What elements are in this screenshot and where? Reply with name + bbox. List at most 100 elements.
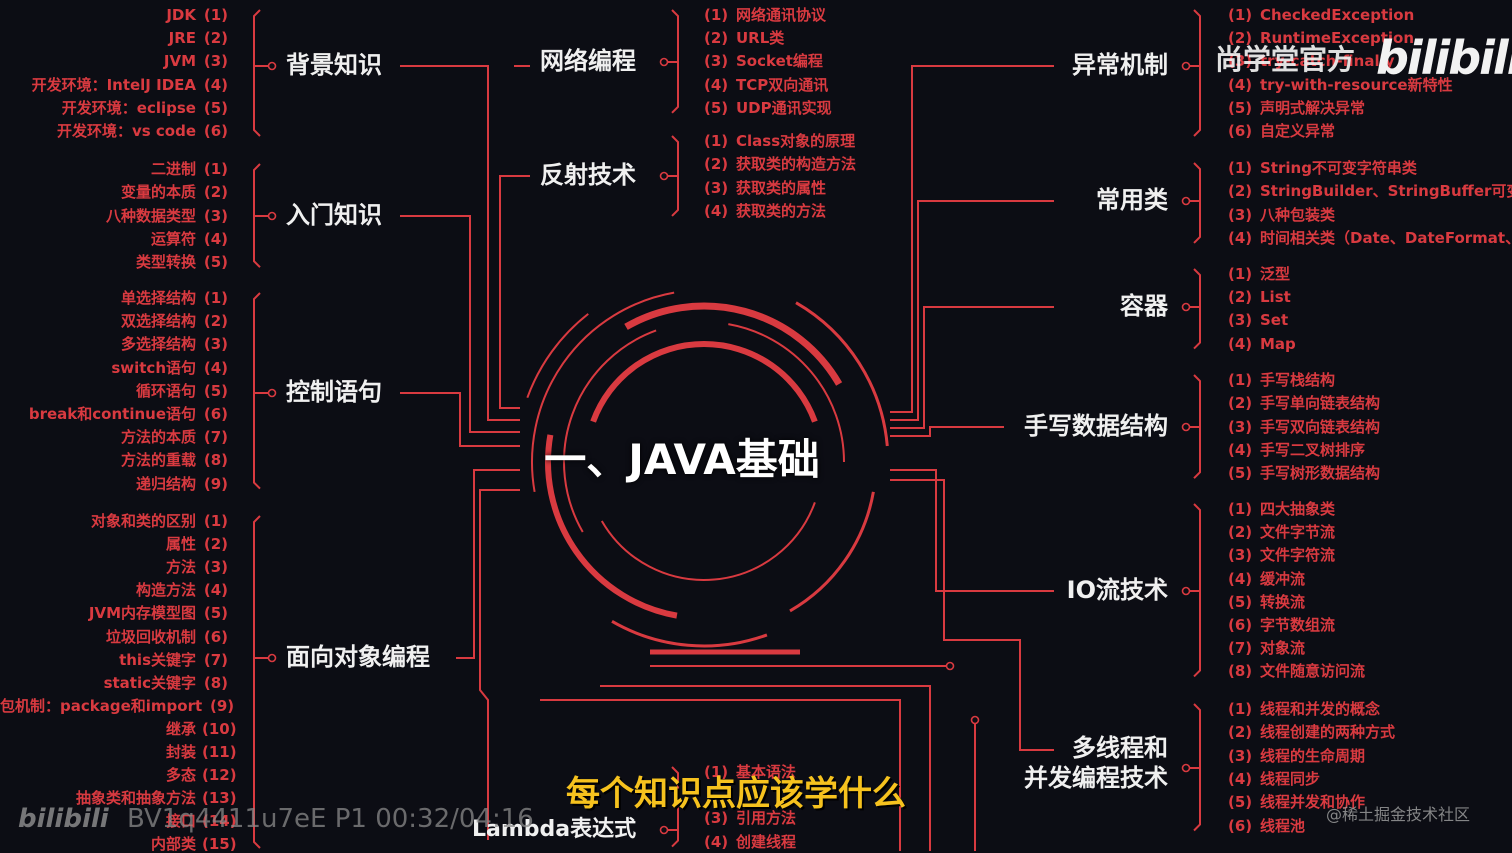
- middle-item: (1)网络通讯协议: [704, 6, 826, 24]
- right-item: (3)线程的生命周期: [1228, 747, 1365, 765]
- left-branch-title: 入门知识: [286, 201, 382, 229]
- item-text: 线程创建的两种方式: [1260, 723, 1396, 742]
- item-number: (3): [203, 558, 228, 577]
- item-text: 接口: [165, 812, 196, 831]
- item-number: (1): [1228, 265, 1253, 283]
- right-item: (1)泛型: [1228, 265, 1290, 283]
- item-number: (5): [203, 253, 228, 272]
- item-number: (8): [203, 451, 228, 470]
- item-number: (3): [203, 335, 228, 354]
- right-branch-title: 异常机制: [1072, 51, 1168, 79]
- item-number: (2): [1228, 723, 1253, 742]
- right-item: (2)List: [1228, 288, 1291, 306]
- item-text: 获取类的属性: [736, 178, 827, 197]
- left-item: break和continue语句(6): [0, 405, 228, 423]
- ring-far-arc-c: [526, 313, 589, 399]
- branch-node-dot: [1181, 763, 1191, 773]
- item-text: 基本语法: [736, 763, 797, 781]
- left-item: 包机制：package和import(9): [0, 697, 234, 715]
- item-number: (1): [1228, 700, 1253, 718]
- ring-inner-arc: [590, 341, 818, 423]
- item-number: (1): [704, 6, 729, 24]
- right-item: (4)缓冲流: [1228, 570, 1305, 588]
- right-item: (1)String不可变字符串类: [1228, 159, 1417, 177]
- branch-node-dot: [267, 388, 277, 398]
- left-item: this关键字(7): [0, 651, 228, 669]
- branch-node-dot: [267, 61, 277, 71]
- item-text: 对象流: [1260, 639, 1306, 658]
- left-item: switch语句 (4): [0, 359, 228, 377]
- right-bracket: [1193, 9, 1201, 137]
- item-text: 开发环境：eclipse: [61, 98, 196, 117]
- item-number: (1): [1228, 371, 1253, 389]
- ring-far-arc-b: [611, 620, 768, 648]
- item-number: (5): [203, 98, 228, 117]
- item-number: (3): [1228, 52, 1253, 71]
- item-text: this关键字: [119, 650, 196, 669]
- item-text: 自定义异常: [1260, 122, 1336, 140]
- item-text: 转换流: [1260, 592, 1306, 611]
- left-item: 多态(12): [0, 766, 237, 784]
- item-text: 递归结构: [135, 474, 196, 493]
- deco-dot: [945, 661, 955, 671]
- item-text: 二进制: [150, 160, 196, 178]
- right-item: (3)文件字符流: [1228, 546, 1335, 564]
- item-text: 属性: [165, 535, 196, 554]
- item-number: (2): [203, 535, 228, 554]
- right-item: (4)Map: [1228, 335, 1296, 353]
- right-item: (2)手写单向链表结构: [1228, 394, 1380, 412]
- item-number: (4): [704, 75, 729, 94]
- item-text: 文件字节流: [1260, 523, 1336, 542]
- item-number: (6): [1228, 816, 1253, 835]
- item-text: JVM内存模型图: [88, 604, 196, 623]
- item-number: (9): [203, 474, 228, 493]
- branch-node-dot: [267, 211, 277, 221]
- item-number: (5): [704, 98, 729, 117]
- left-item: 双选择结构(2): [0, 312, 228, 330]
- item-text: 方法: [165, 558, 196, 577]
- item-text: 单选择结构: [120, 289, 196, 307]
- middle-item: (2)URL类: [704, 29, 784, 47]
- item-text: 手写双向链表结构: [1260, 417, 1381, 436]
- ring-outer-thin-b: [789, 491, 875, 613]
- item-number: (1): [1228, 500, 1253, 518]
- right-bracket: [1193, 268, 1201, 350]
- item-number: (2): [1228, 29, 1253, 48]
- link-oop: [456, 469, 520, 659]
- item-number: (4): [1228, 569, 1253, 588]
- branch-node-dot: [659, 57, 669, 67]
- link-io: [890, 469, 1054, 592]
- ring-outer-thick-b: [545, 434, 678, 619]
- right-item: (1)手写栈结构: [1228, 371, 1335, 389]
- item-text: switch语句: [111, 358, 196, 377]
- lambda-branch-title: Lambda表达式: [472, 817, 637, 842]
- link-container: [890, 306, 1054, 429]
- item-number: (6): [203, 405, 228, 423]
- item-number: (6): [203, 122, 228, 140]
- item-number: (2): [1228, 523, 1253, 542]
- item-text: static关键字: [103, 673, 196, 692]
- item-number: (1): [203, 160, 228, 178]
- item-text: 方法的本质: [120, 428, 196, 447]
- middle-item: (1)Class对象的原理: [704, 132, 855, 150]
- right-item: (1) 四大抽象类: [1228, 500, 1335, 518]
- item-number: (3): [1228, 546, 1253, 565]
- item-text: 声明式解决异常: [1260, 98, 1366, 117]
- item-text: 获取类的构造方法: [736, 155, 857, 174]
- left-item: 抽象类和抽象方法(13): [0, 789, 237, 807]
- left-item: 开发环境：vs code(6): [0, 122, 228, 140]
- right-item: (3)Set: [1228, 311, 1288, 329]
- item-text: 创建线程: [736, 832, 797, 851]
- item-number: (4): [203, 358, 228, 377]
- item-text: JVM: [163, 52, 196, 71]
- left-item: 垃圾回收机制(6): [0, 628, 228, 646]
- right-branch-title: 手写数据结构: [1024, 412, 1168, 440]
- right-item: (2)RuntimeException: [1228, 29, 1414, 47]
- item-number: (14): [202, 812, 237, 831]
- left-item: 八种数据类型(3): [0, 207, 228, 225]
- item-number: (9): [210, 696, 235, 715]
- left-item: 对象和类的区别(1): [0, 512, 228, 530]
- video-id: BV1q4411u7eE P1 00:32/04:16: [126, 804, 534, 834]
- item-text: 四大抽象类: [1260, 500, 1336, 518]
